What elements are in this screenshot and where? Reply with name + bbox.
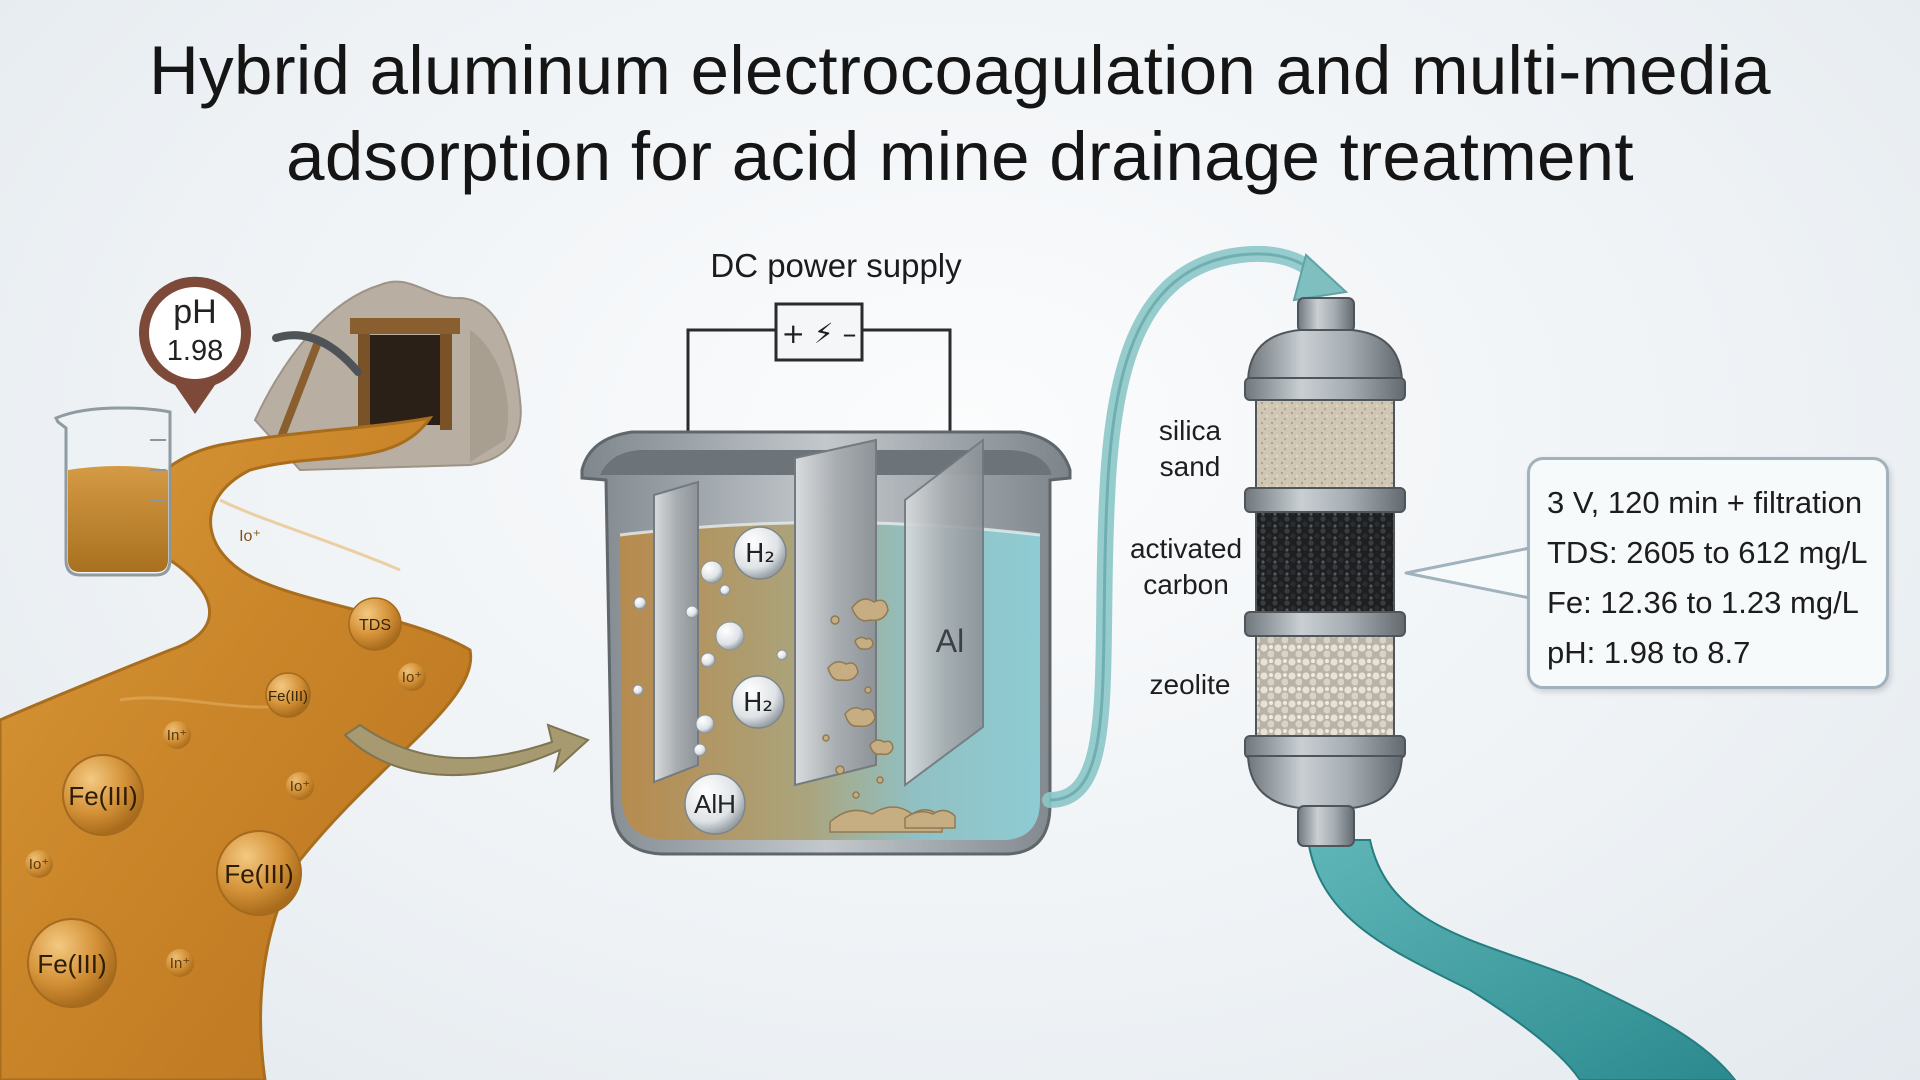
- summary-tds: TDS: 2605 to 612 mg/L: [1547, 535, 1868, 570]
- mine-post-right: [440, 330, 452, 430]
- gas-label: H₂: [745, 539, 775, 569]
- small-bubble: [776, 649, 788, 661]
- silica-sand-layer: [1255, 399, 1395, 489]
- filter-top-ring: [1244, 377, 1406, 401]
- summary-conditions: 3 V, 120 min + filtration: [1547, 485, 1863, 520]
- zeolite-layer: [1255, 635, 1395, 737]
- coagulant-bubble: [684, 773, 746, 835]
- ph-marker-label: pH: [173, 293, 216, 331]
- small-bubble: [633, 596, 647, 610]
- river-in-label: In⁺: [167, 727, 187, 744]
- transfer-arrow-head: [1292, 253, 1349, 302]
- fe-label-large: Fe(III): [37, 949, 106, 979]
- media-label-carbon: activated: [1130, 533, 1242, 564]
- media-label-sand: silica: [1159, 415, 1222, 446]
- filter-bottom-ring: [1244, 735, 1406, 759]
- wire-left: [686, 328, 776, 450]
- electrode-cathode: [904, 437, 984, 787]
- tds-label: TDS: [359, 617, 391, 634]
- fe-label-large: Fe(III): [68, 781, 137, 811]
- small-bubble: [700, 652, 716, 668]
- ph-marker-value: 1.98: [167, 335, 223, 367]
- ion-drop: [25, 850, 53, 878]
- summary-pointer: [1404, 546, 1532, 600]
- ion-drop: [286, 772, 314, 800]
- media-label-carbon: carbon: [1143, 569, 1229, 600]
- mine-beam: [350, 318, 460, 334]
- small-bubble: [632, 684, 644, 696]
- summary-ph: pH: 1.98 to 8.7: [1547, 635, 1751, 670]
- mine-hill-shade: [470, 330, 509, 462]
- transfer-tube-edge: [1049, 252, 1327, 802]
- small-bubble: [693, 743, 707, 757]
- small-bubble: [719, 584, 731, 596]
- fe-drop-large: [216, 830, 302, 916]
- electrode-middle: [794, 438, 877, 787]
- pickaxe-handle: [278, 338, 322, 439]
- river-ion-label: Io⁺: [239, 528, 261, 545]
- fe-drop-large: [62, 754, 144, 836]
- treated-water-stream: [1306, 839, 1737, 1080]
- filter-ring: [1244, 487, 1406, 513]
- flow-arrow-to-reactor: [343, 723, 590, 777]
- tds-drop: [348, 597, 402, 651]
- gas-bubble: [731, 675, 785, 729]
- results-summary-box: 3 V, 120 min + filtration TDS: 2605 to 6…: [1527, 457, 1889, 689]
- power-supply-symbol: + ⚡ –: [782, 317, 857, 350]
- coagulated-flocs: [822, 598, 956, 833]
- mine-entrance: [366, 335, 444, 425]
- title-line: Hybrid aluminum electrocoagulation and m…: [149, 32, 1771, 109]
- in-drop: [163, 721, 191, 749]
- ion-drop: [398, 663, 426, 691]
- media-label-zeolite: zeolite: [1150, 669, 1231, 700]
- electrode-anode: [653, 480, 699, 784]
- river-in-label: In⁺: [170, 955, 190, 972]
- power-supply-label: DC power supply: [710, 247, 962, 284]
- filter-bottom-cap: [1246, 755, 1404, 809]
- activated-carbon-layer: [1255, 511, 1395, 613]
- power-supply-box: [774, 302, 864, 362]
- small-bubble: [695, 714, 715, 734]
- filter-ring: [1244, 611, 1406, 637]
- media-label-sand: sand: [1160, 451, 1221, 482]
- fe-label-small: Fe(III): [268, 688, 308, 705]
- river-ion-label: Io⁺: [29, 856, 49, 873]
- fe-drop-large: [27, 918, 117, 1008]
- coagulant-label: AlH: [694, 789, 736, 819]
- small-bubble: [700, 560, 724, 584]
- river-highlight: [219, 498, 401, 572]
- filter-inlet: [1297, 297, 1355, 333]
- fe-label-large: Fe(III): [224, 859, 293, 889]
- river-ion-label: Io⁺: [402, 669, 422, 686]
- page-title: Hybrid aluminum electrocoagulation and m…: [0, 28, 1920, 200]
- filter-outlet: [1297, 805, 1355, 847]
- electrode-label: Al: [936, 623, 964, 659]
- gas-label: H₂: [743, 688, 773, 718]
- beaker-liquid: [68, 466, 168, 572]
- filter-top-cap: [1246, 329, 1404, 381]
- summary-fe: Fe: 12.36 to 1.23 mg/L: [1547, 585, 1859, 620]
- in-drop: [166, 949, 194, 977]
- title-line: adsorption for acid mine drainage treatm…: [286, 118, 1634, 195]
- small-bubble: [685, 605, 699, 619]
- small-bubble: [715, 621, 745, 651]
- wire-right: [862, 328, 952, 450]
- river-ion-label: Io⁺: [290, 778, 310, 795]
- gas-bubble: [733, 526, 787, 580]
- fe-drop-small: [265, 672, 311, 718]
- ph-marker-face: [149, 287, 241, 379]
- mine-post-left: [358, 330, 370, 430]
- pickaxe-head: [272, 331, 362, 376]
